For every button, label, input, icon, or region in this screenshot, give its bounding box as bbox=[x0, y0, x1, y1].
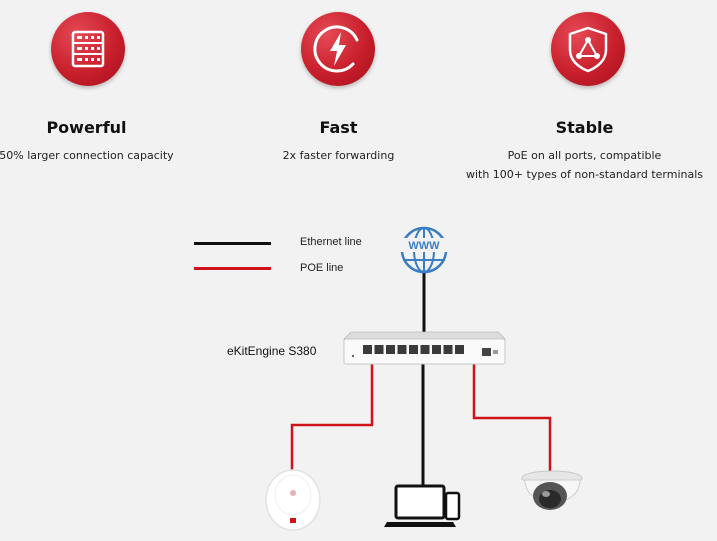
feature-desc-line: PoE on all ports, compatible bbox=[507, 149, 662, 162]
feature-title: Fast bbox=[319, 118, 358, 137]
feature-desc-line: 2x faster forwarding bbox=[282, 149, 395, 162]
feature-desc: PoE on all ports, compatible with 100+ t… bbox=[465, 146, 704, 184]
poe-line-ap bbox=[290, 364, 374, 470]
feature-desc-line: 50% larger connection capacity bbox=[0, 149, 174, 162]
lightning-bolt-icon bbox=[301, 12, 375, 86]
switch-label: eKitEngine S380 bbox=[227, 344, 317, 358]
legend-ethernet-label: Ethernet line bbox=[300, 236, 362, 248]
switch-port bbox=[409, 345, 418, 354]
feature-desc: 50% larger connection capacity bbox=[0, 146, 206, 165]
switch-port bbox=[374, 345, 384, 354]
feature-desc-line: with 100+ types of non-standard terminal… bbox=[465, 168, 704, 181]
switch-sfp-port bbox=[482, 348, 491, 356]
laptop-phone-icon bbox=[384, 484, 461, 527]
feature-desc: 2x faster forwarding bbox=[219, 146, 458, 165]
switch-port bbox=[455, 345, 464, 354]
switch-port bbox=[397, 345, 407, 354]
legend-poe-label: POE line bbox=[300, 262, 344, 274]
legend-poe-line bbox=[194, 267, 271, 270]
switch-ports bbox=[363, 345, 464, 354]
switch-port bbox=[443, 345, 453, 354]
access-point-icon bbox=[265, 469, 321, 531]
globe-www-label: WWW bbox=[408, 240, 440, 252]
switch-port bbox=[363, 345, 372, 354]
feature-title: Stable bbox=[555, 118, 614, 137]
server-rack-icon bbox=[51, 12, 125, 86]
legend-ethernet-line bbox=[194, 242, 271, 245]
dome-camera-icon bbox=[521, 470, 583, 510]
switch-port bbox=[386, 345, 395, 354]
switch-port bbox=[420, 345, 430, 354]
globe-www-icon: WWW bbox=[398, 226, 450, 274]
feature-title: Powerful bbox=[46, 118, 127, 137]
switch-port bbox=[432, 345, 441, 354]
shield-network-icon bbox=[551, 12, 625, 86]
switch-device bbox=[343, 331, 506, 365]
poe-line-camera bbox=[472, 364, 552, 472]
